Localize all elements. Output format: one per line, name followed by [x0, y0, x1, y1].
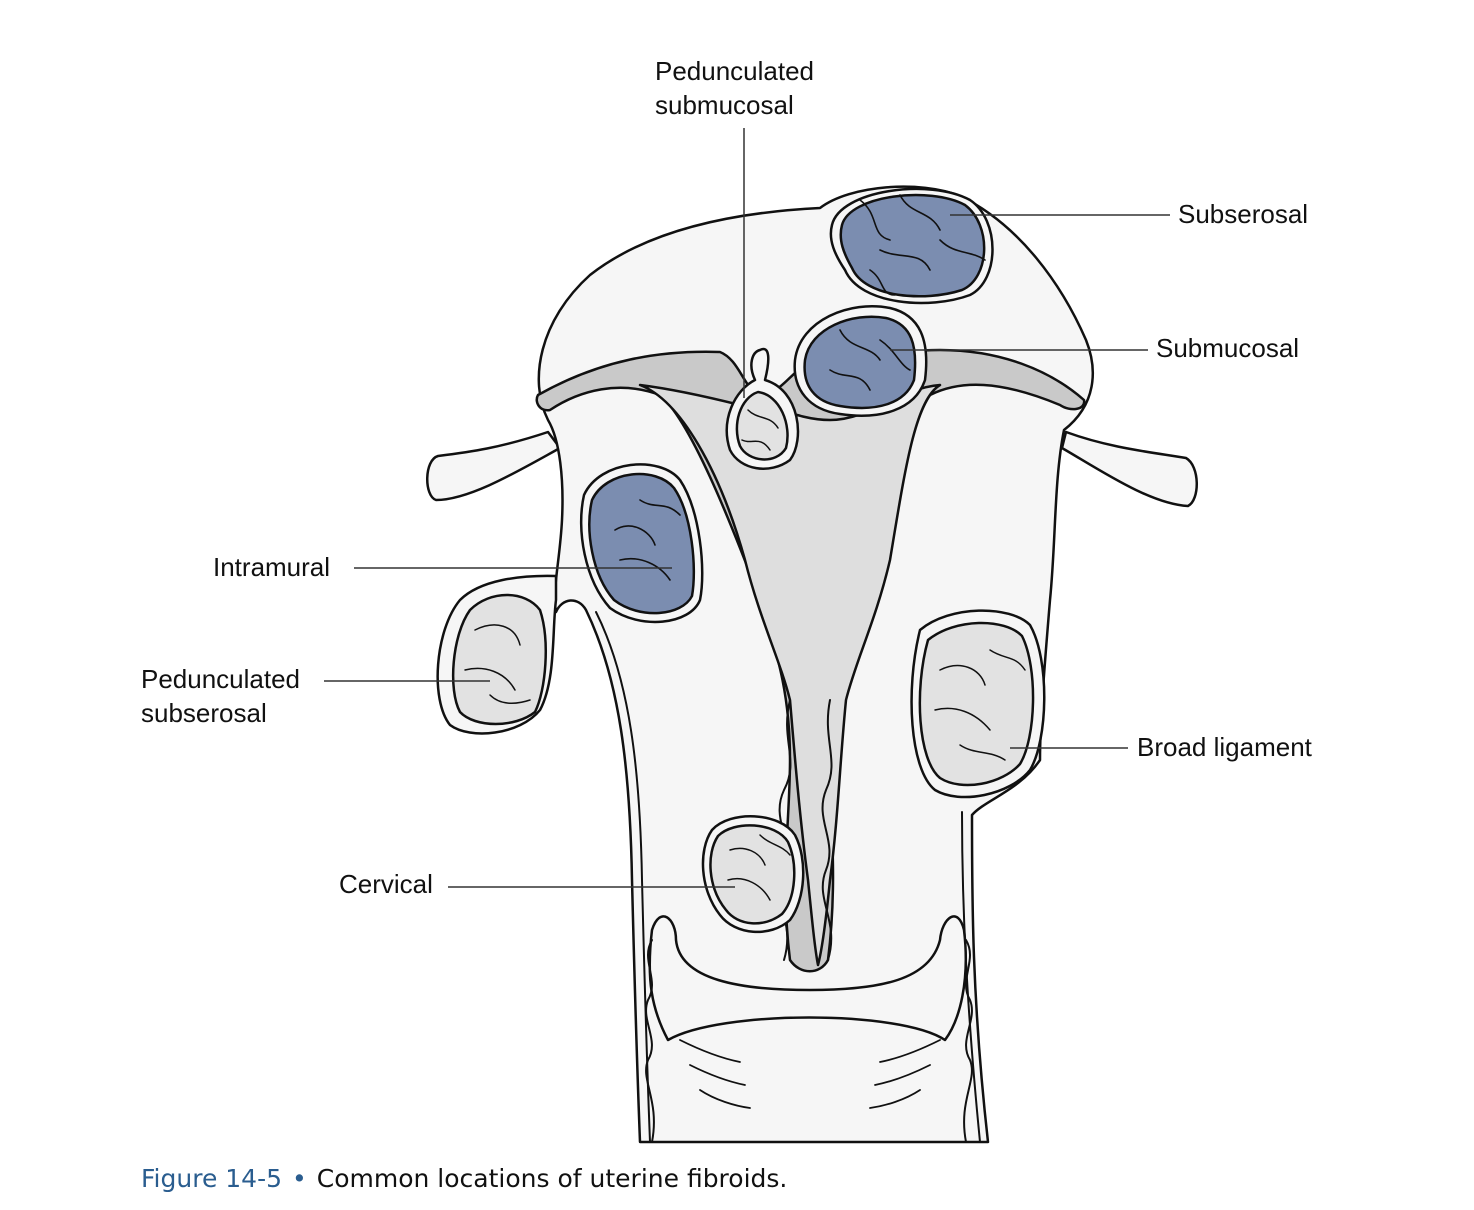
figure-number: Figure 14-5 — [141, 1164, 283, 1193]
right-fallopian-tube — [1060, 430, 1198, 508]
uterus-illustration — [426, 185, 1198, 1144]
label-intramural: Intramural — [213, 552, 330, 582]
submucosal-fibroid — [793, 305, 928, 417]
caption-bullet: • — [292, 1164, 307, 1193]
label-pedunculated-subserosal-line1: Pedunculated — [141, 664, 300, 694]
subserosal-fibroid — [829, 187, 994, 305]
caption-text: Common locations of uterine fibroids. — [316, 1164, 788, 1193]
pedunculated-submucosal-fibroid — [725, 347, 800, 470]
label-pedunculated-submucosal-line2: submucosal — [655, 90, 794, 120]
label-pedunculated-subserosal-line2: subserosal — [141, 698, 267, 728]
labels: Pedunculated submucosal Subserosal Submu… — [141, 56, 1313, 899]
broad-ligament-fibroid — [910, 609, 1046, 799]
label-pedunculated-submucosal-line1: Pedunculated — [655, 56, 814, 86]
vaginal-fornix — [648, 915, 968, 1042]
figure-caption: Figure 14-5 • Common locations of uterine … — [141, 1164, 787, 1193]
cervical-canal-right — [821, 699, 833, 961]
pedunculated-subserosal-fibroid — [436, 574, 558, 735]
label-cervical: Cervical — [339, 869, 433, 899]
left-fallopian-tube — [426, 430, 562, 502]
label-submucosal: Submucosal — [1156, 333, 1299, 363]
cervical-fibroid — [701, 815, 805, 934]
label-subserosal: Subserosal — [1178, 199, 1308, 229]
vaginal-folds — [679, 1039, 941, 1109]
vaginal-rugae-left — [645, 939, 655, 1143]
leader-lines — [324, 128, 1170, 888]
vaginal-rugae-right — [963, 939, 973, 1143]
intramural-fibroid — [579, 463, 704, 624]
uterine-cavity — [638, 383, 942, 967]
label-broad-ligament: Broad ligament — [1137, 732, 1313, 762]
